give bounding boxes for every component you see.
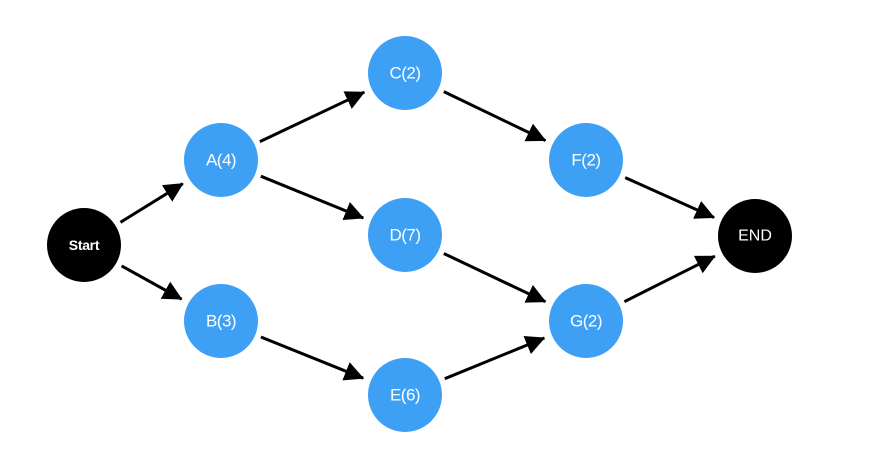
edge-arrow-start-to-a xyxy=(119,182,184,224)
node-c: C(2) xyxy=(368,36,442,110)
node-f: F(2) xyxy=(549,123,623,197)
node-d-circle xyxy=(368,198,442,272)
node-e-label: E(6) xyxy=(390,386,420,405)
edge-arrow-d-to-g xyxy=(443,252,547,304)
edge-arrow-start-to-b xyxy=(120,264,183,301)
node-f-label: F(2) xyxy=(571,151,600,170)
node-a: A(4) xyxy=(184,123,258,197)
edge-arrow-c-to-f xyxy=(443,90,547,142)
node-start-circle xyxy=(47,208,121,282)
node-end-circle xyxy=(718,199,792,273)
node-b: B(3) xyxy=(184,284,258,358)
node-c-circle xyxy=(368,36,442,110)
node-c-label: C(2) xyxy=(389,64,420,83)
node-end-label: END xyxy=(738,228,772,245)
node-d: D(7) xyxy=(368,198,442,272)
node-end: END xyxy=(718,199,792,273)
node-e: E(6) xyxy=(368,358,442,432)
node-b-label: B(3) xyxy=(206,312,236,331)
edge-arrow-g-to-end xyxy=(623,254,716,304)
node-d-label: D(7) xyxy=(389,226,420,245)
edge-arrow-a-to-c xyxy=(259,90,366,143)
node-start-label: Start xyxy=(69,237,100,253)
edge-arrow-a-to-d xyxy=(260,174,365,221)
node-g: G(2) xyxy=(549,284,623,358)
nodes: Start A(4) B(3) C(2) D(7) E(6) F(2) G(2) END xyxy=(47,36,792,432)
node-g-label: G(2) xyxy=(570,312,602,331)
edges xyxy=(119,90,716,381)
node-a-label: A(4) xyxy=(206,151,236,170)
node-e-circle xyxy=(368,358,442,432)
edge-arrow-b-to-e xyxy=(260,335,365,381)
edge-arrow-e-to-g xyxy=(444,335,546,381)
node-g-circle xyxy=(549,284,623,358)
edge-arrow-f-to-end xyxy=(624,176,715,219)
node-start: Start xyxy=(47,208,121,282)
node-b-circle xyxy=(184,284,258,358)
node-a-circle xyxy=(184,123,258,197)
node-f-circle xyxy=(549,123,623,197)
